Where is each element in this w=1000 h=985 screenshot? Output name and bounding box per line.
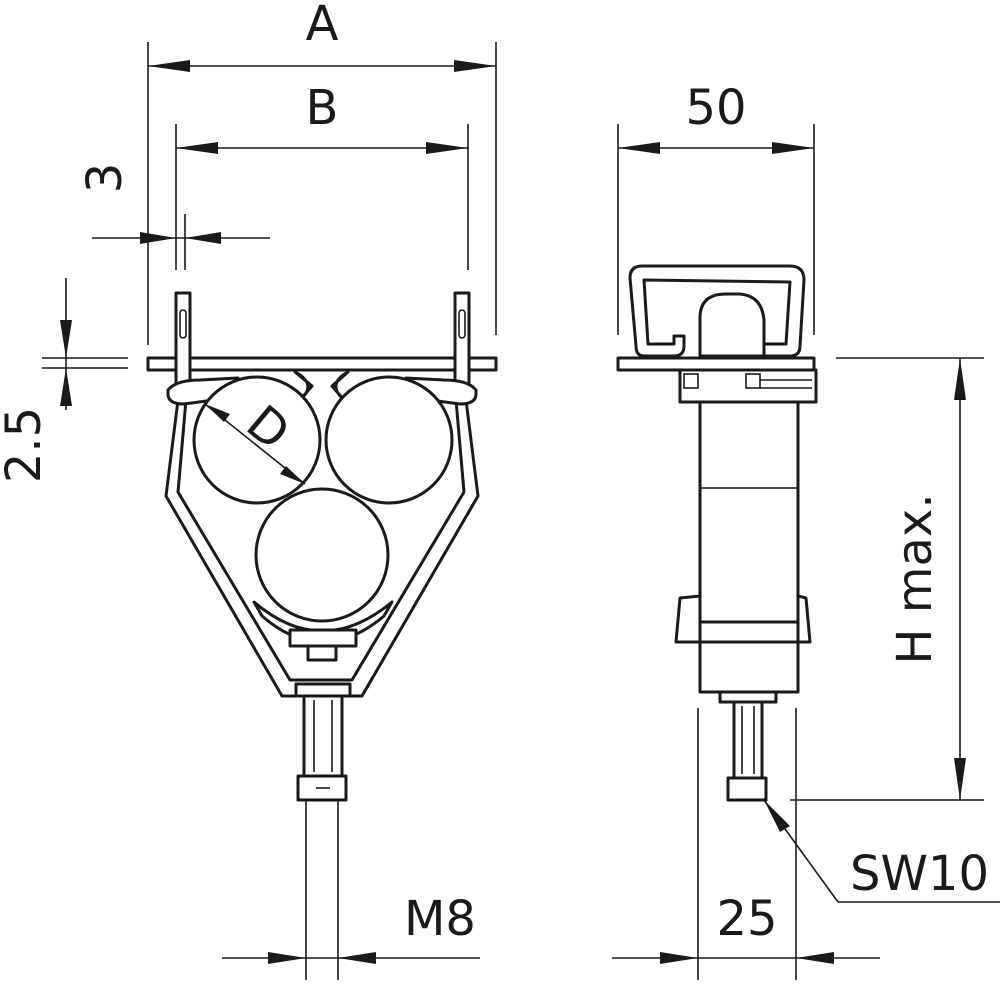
dimension-m8-label: M8 xyxy=(404,891,476,947)
front-view: A B 3 2.5 xyxy=(0,0,498,980)
mounting-plate xyxy=(146,356,498,372)
clamp-body-side xyxy=(698,400,800,694)
dimension-h-max: H max. xyxy=(790,357,984,801)
dimension-3-label: 3 xyxy=(77,163,133,194)
cable-right xyxy=(324,375,454,505)
cable-bottom xyxy=(254,487,390,623)
clip-side-detail xyxy=(683,373,812,389)
dimension-50-label: 50 xyxy=(685,80,746,136)
dimension-a-label: A xyxy=(306,0,339,52)
dimension-m8: M8 xyxy=(222,800,480,980)
dimension-25: 25 xyxy=(612,708,880,980)
extension-lines-side xyxy=(617,124,815,335)
dimension-2-5-label: 2.5 xyxy=(0,407,52,483)
dimension-2-5: 2.5 xyxy=(0,278,128,483)
bolt-side xyxy=(718,690,778,802)
leader-sw10: SW10 xyxy=(763,799,1000,903)
hook xyxy=(698,292,766,358)
bolt-front xyxy=(288,628,358,802)
side-view: 50 xyxy=(612,80,1000,980)
dimension-3: 3 xyxy=(77,163,270,244)
sw10-label: SW10 xyxy=(850,846,989,902)
clip-side xyxy=(678,368,818,404)
dimension-h-max-label: H max. xyxy=(887,493,943,664)
dimension-b: B xyxy=(176,80,468,154)
dimension-b-label: B xyxy=(306,80,339,136)
dimension-50: 50 xyxy=(618,80,814,154)
dimension-25-label: 25 xyxy=(716,891,777,947)
dimension-a: A xyxy=(148,0,496,72)
clamp-wings-side xyxy=(674,594,812,644)
mounting-plate-side xyxy=(616,356,816,372)
